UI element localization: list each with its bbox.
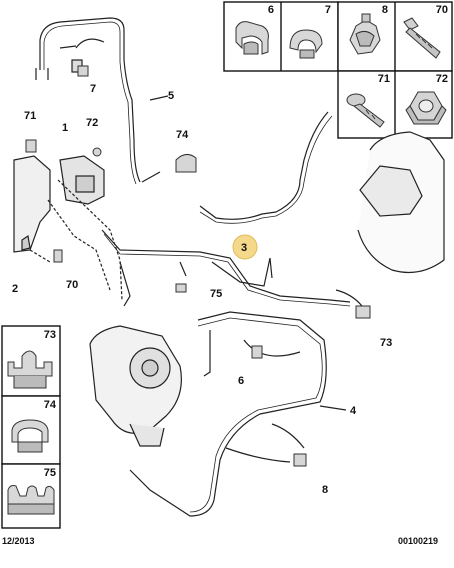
part-6-clip [251, 345, 263, 359]
legend-label-73: 73 [44, 329, 56, 341]
legend-label-6: 6 [268, 4, 274, 16]
part-75-clip [175, 283, 187, 293]
callout-8: 8 [322, 484, 328, 496]
footer-date: 12/2013 [2, 536, 35, 546]
legend-part-72-nut-icon [405, 91, 447, 125]
legend-grid-left [1, 325, 61, 529]
legend-label-74: 74 [44, 399, 57, 411]
callout-7: 7 [90, 83, 96, 95]
callout-74: 74 [176, 129, 189, 141]
part-72-nut [92, 147, 102, 157]
legend-label-8: 8 [382, 4, 388, 16]
legend-label-70: 70 [436, 4, 448, 16]
legend-label-7: 7 [325, 4, 331, 16]
legend-label-72: 72 [436, 73, 448, 85]
part-70-bolt [53, 249, 63, 263]
bracket-part-2 [13, 155, 51, 253]
legend-part-7-clip-icon [289, 29, 323, 59]
part-8-clip [293, 453, 307, 467]
hose-part-5 [39, 17, 141, 183]
part-7-clip [77, 65, 89, 77]
callout-75: 75 [210, 288, 222, 300]
callout-3-highlight [232, 234, 258, 260]
legend-part-73-double-clip-icon [7, 350, 53, 389]
callout-72: 72 [86, 117, 98, 129]
callout-3: 3 [241, 242, 247, 254]
callout-4: 4 [350, 405, 357, 417]
diagram-lines [13, 17, 445, 517]
footer-ref: 00100219 [398, 536, 439, 546]
hose-part-3 [101, 229, 351, 303]
legend-part-70-bolt-icon [403, 17, 441, 59]
callout-70: 70 [66, 279, 78, 291]
legend-part-74-clip-icon [11, 419, 49, 453]
diagram-small-parts [25, 65, 371, 467]
part-71-screw [25, 139, 37, 153]
legend-label-75: 75 [44, 467, 56, 479]
callout-6: 6 [238, 375, 244, 387]
legend-part-75-double-clip-icon [7, 485, 55, 515]
callout-2: 2 [12, 283, 18, 295]
callout-1: 1 [62, 122, 68, 134]
callout-5: 5 [168, 90, 174, 102]
part-74-clip [175, 154, 197, 173]
legend-part-6-clip-icon [235, 21, 269, 55]
legend-label-71: 71 [378, 73, 390, 85]
callout-71: 71 [24, 110, 36, 122]
hose-part-4 [129, 311, 327, 517]
callout-73: 73 [380, 337, 392, 349]
legend-part-71-screw-icon [346, 93, 385, 128]
legend-part-8-clip-icon [349, 13, 381, 55]
part-73-clip [355, 305, 371, 319]
